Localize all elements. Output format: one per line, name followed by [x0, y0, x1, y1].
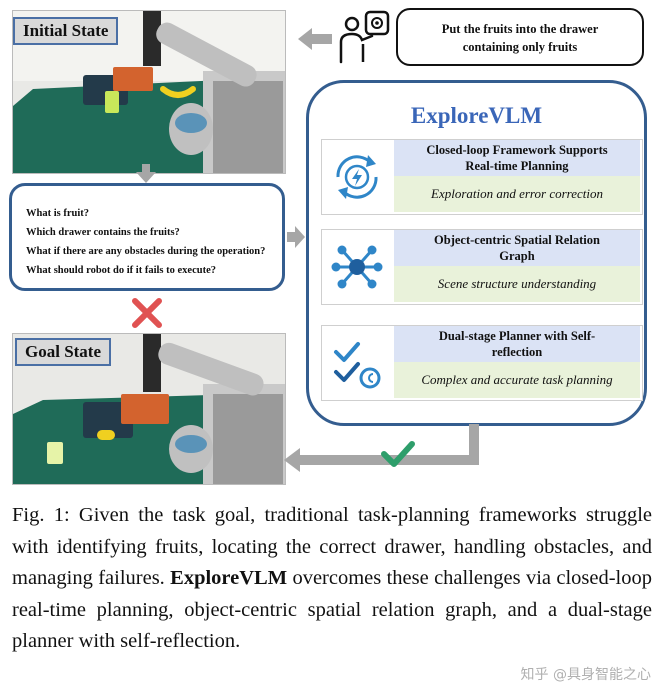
- explorevlm-panel: ExploreVLM Closed-loop Framework Support…: [306, 80, 647, 426]
- down-arrow: [136, 164, 156, 183]
- explorevlm-title: ExploreVLM: [410, 103, 543, 128]
- loop-lightning-icon: [336, 155, 378, 199]
- success-check-icon: [381, 441, 415, 467]
- initial-state-label: Initial State: [13, 17, 119, 45]
- right-arrow: [287, 226, 305, 248]
- question-2: Which drawer contains the fruits?: [26, 227, 180, 238]
- caption-bold: ExploreVLM: [170, 567, 288, 589]
- card-dual-stage-heading-line-2: reflection: [491, 345, 543, 359]
- question-box: What is fruit? Which drawer contains the…: [9, 183, 285, 291]
- return-arrow: [284, 424, 479, 472]
- caption-text-2: overcomes these challenges via closed-lo…: [12, 567, 653, 652]
- question-1: What is fruit?: [26, 208, 89, 219]
- card-closed-loop-heading-line-2: Real-time Planning: [465, 159, 569, 173]
- goal-state-label: Goal State: [15, 338, 112, 366]
- card-dual-stage-heading: Dual-stage Planner with Self-reflection: [394, 326, 640, 362]
- card-spatial-graph-subtitle: Scene structure understanding: [394, 266, 640, 302]
- instruction-line-1: Put the fruits into the drawer: [441, 22, 599, 36]
- question-4: What should robot do if it fails to exec…: [26, 265, 216, 276]
- card-closed-loop-subtitle: Exploration and error correction: [394, 176, 640, 212]
- question-3: What if there are any obstacles during t…: [26, 246, 266, 257]
- goal-state-photo: Goal State: [12, 333, 286, 485]
- graph-network-icon: [331, 245, 383, 289]
- caption-text-1: Fig. 1: Given the task goal, traditional…: [12, 504, 652, 589]
- instruction-box: Put the fruits into the drawer containin…: [396, 8, 644, 66]
- card-closed-loop-heading-line-1: Closed-loop Framework Supports: [426, 143, 608, 157]
- watermark: 知乎 @具身智能之心: [520, 667, 651, 683]
- card-dual-stage-heading-line-1: Dual-stage Planner with Self-: [438, 329, 596, 343]
- card-spatial-graph-heading-line-2: Graph: [499, 249, 535, 263]
- card-dual-stage: Dual-stage Planner with Self-reflection …: [321, 325, 643, 401]
- figure-caption: Fig. 1: Given the task goal, traditional…: [12, 500, 652, 658]
- fail-cross-icon: [132, 298, 162, 328]
- card-spatial-graph-heading-line-1: Object-centric Spatial Relation: [434, 233, 600, 247]
- checklist-icon: [334, 342, 381, 389]
- card-dual-stage-subtitle: Complex and accurate task planning: [394, 362, 640, 398]
- instruction-line-2: containing only fruits: [462, 40, 578, 54]
- person-presenting-icon: [339, 10, 390, 64]
- initial-state-photo: Initial State: [12, 10, 286, 174]
- left-arrow: [298, 28, 332, 50]
